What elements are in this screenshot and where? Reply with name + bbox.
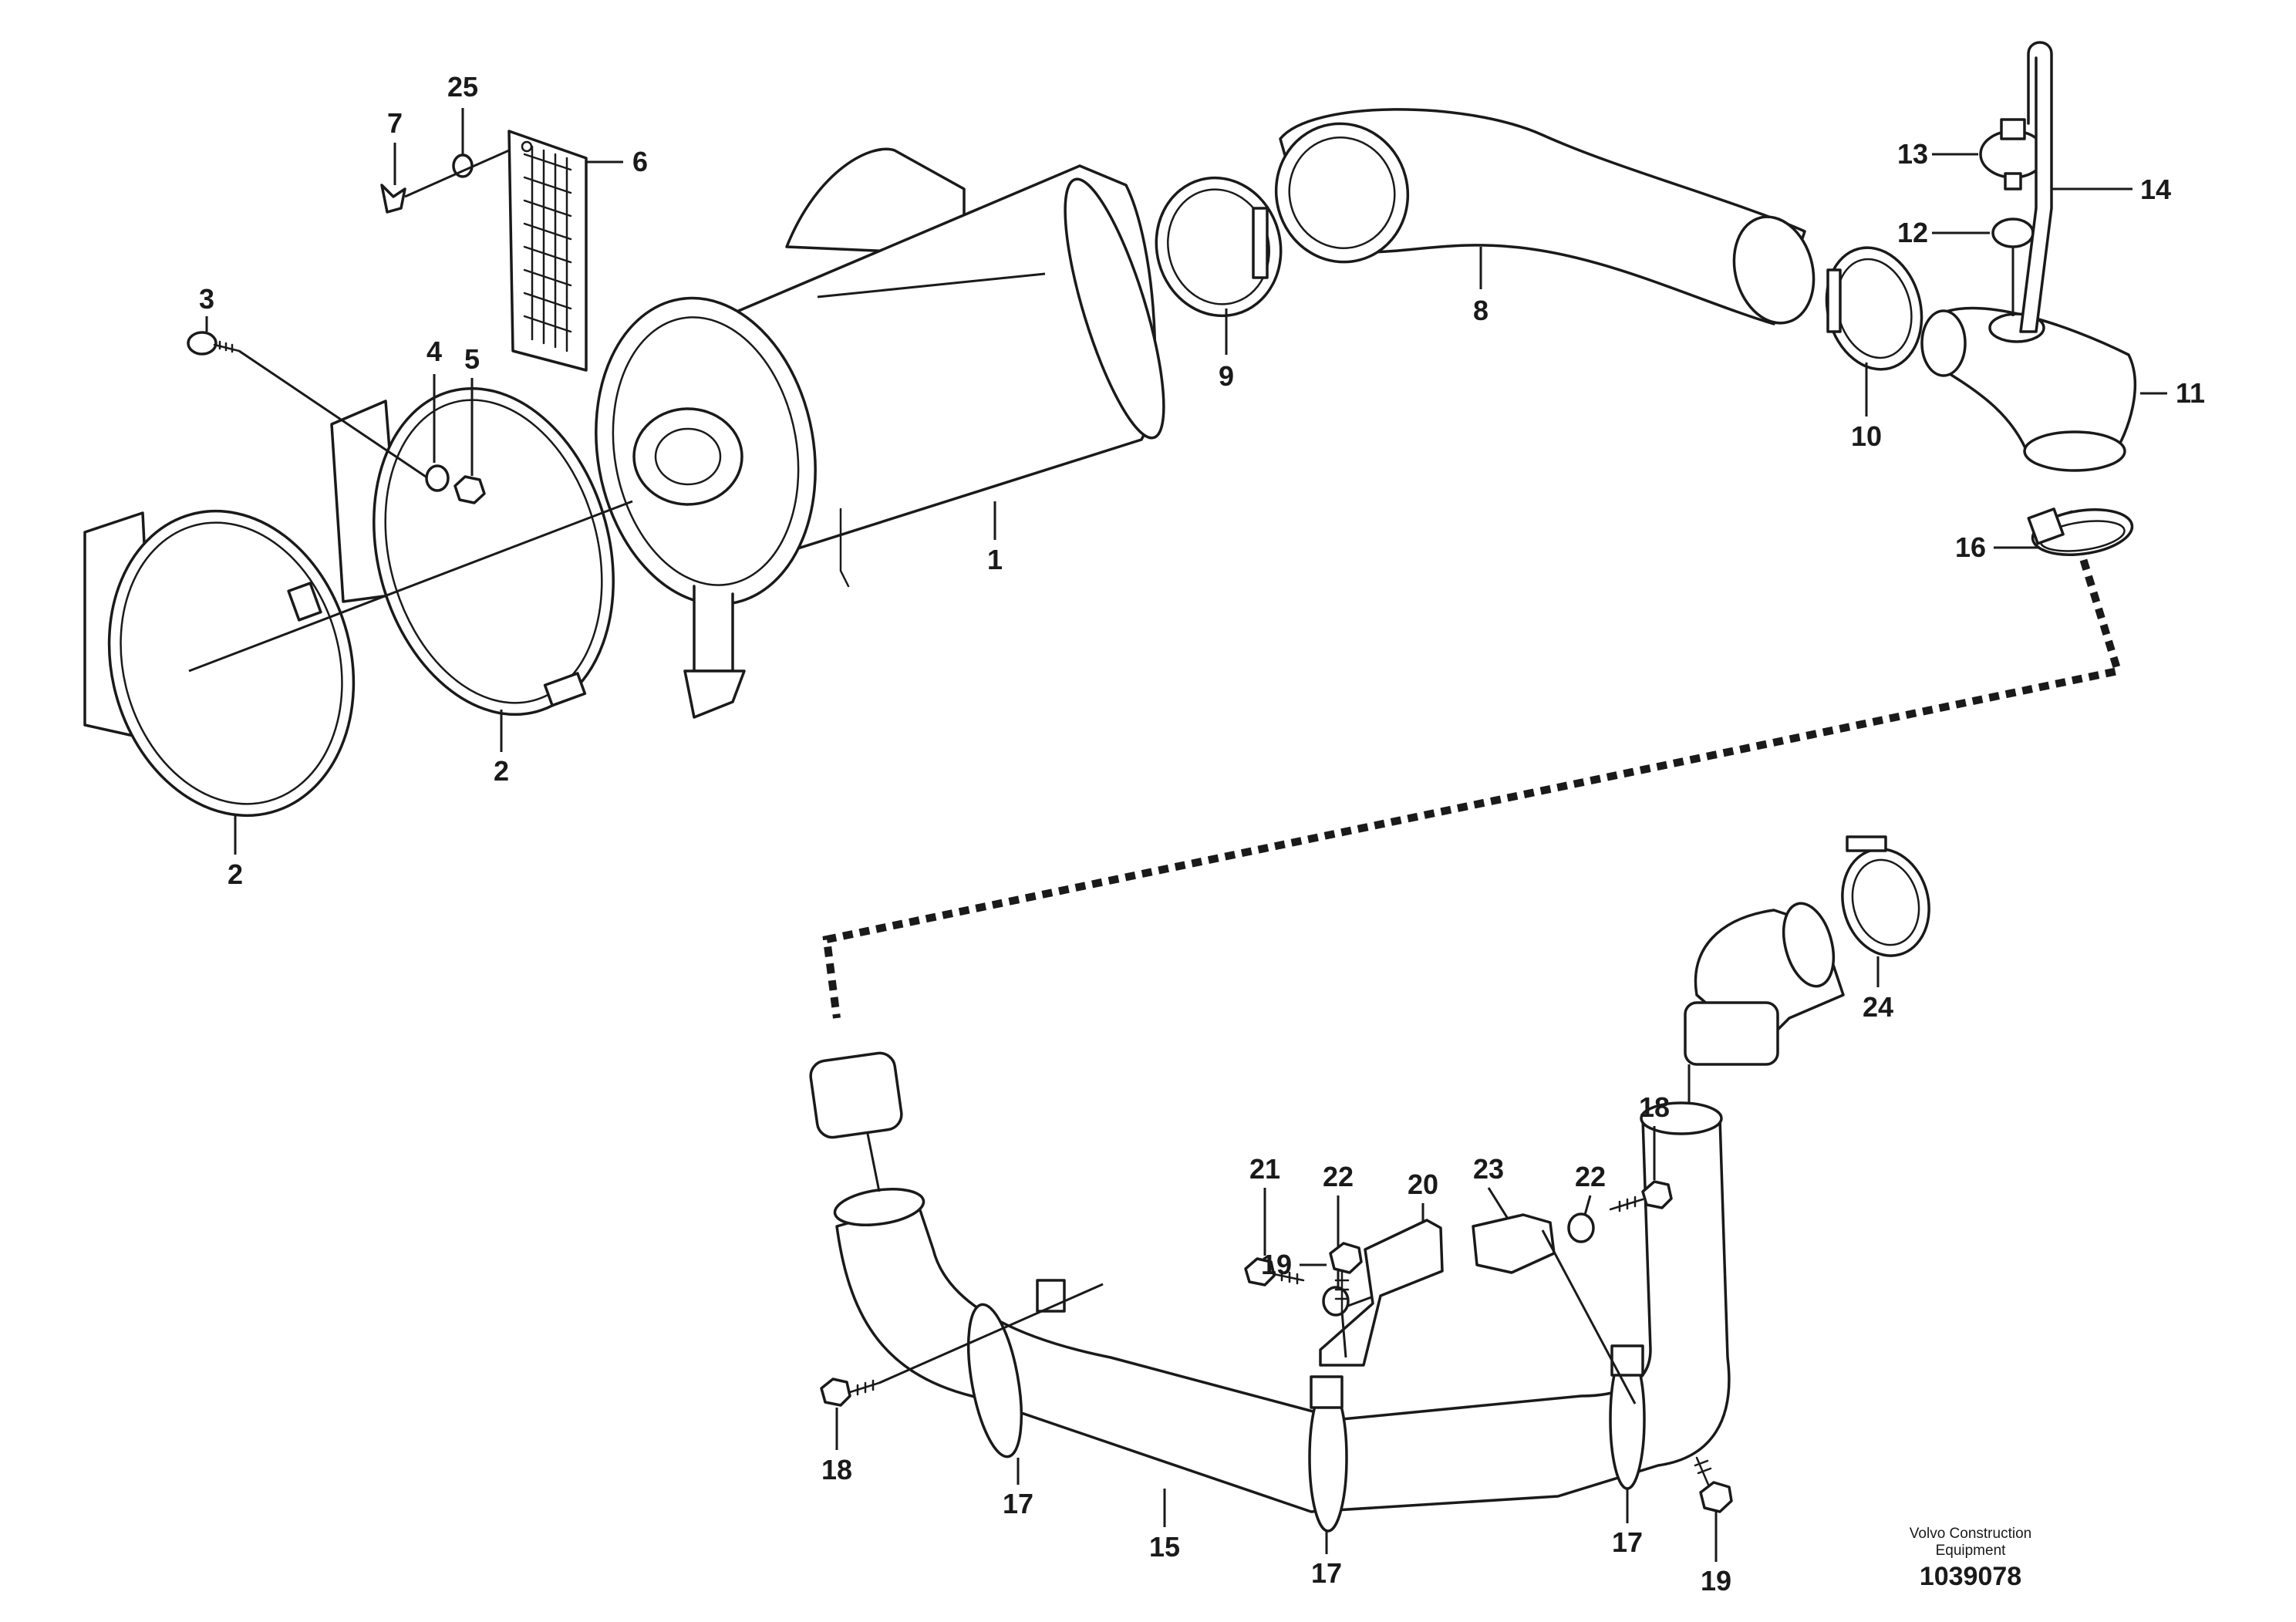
washer-22-left bbox=[1322, 1286, 1350, 1317]
callout-8: 8 bbox=[1473, 295, 1489, 326]
callout-9: 9 bbox=[1219, 360, 1234, 392]
route-dashed-line bbox=[822, 510, 2123, 1019]
bolt-3 bbox=[187, 331, 241, 356]
hose-clamp-24 bbox=[1841, 835, 1930, 957]
manufacturer-label: Volvo Construction Equipment bbox=[1855, 1526, 2086, 1560]
callout-20: 20 bbox=[1408, 1168, 1438, 1200]
callout-18: 18 bbox=[1639, 1091, 1670, 1123]
callout-24: 24 bbox=[1863, 991, 1893, 1023]
callout-6: 6 bbox=[632, 146, 648, 177]
callout-2: 2 bbox=[228, 858, 243, 890]
leader-line bbox=[404, 149, 510, 198]
leader-line bbox=[1541, 1229, 1637, 1404]
hose-clamp-9 bbox=[1155, 176, 1283, 318]
leader-line bbox=[1340, 1310, 1347, 1358]
bolt-21 bbox=[1244, 1257, 1305, 1286]
bolt-18-right bbox=[1609, 1180, 1673, 1212]
callout-23: 23 bbox=[1473, 1153, 1504, 1185]
leader-line bbox=[238, 349, 429, 480]
callout-19: 19 bbox=[1701, 1565, 1731, 1597]
bracket-23 bbox=[1472, 1213, 1556, 1274]
pipe-clamp-17b bbox=[1308, 1375, 1348, 1533]
washer-4 bbox=[425, 464, 450, 492]
washer-22-right bbox=[1567, 1212, 1595, 1243]
tube-14 bbox=[2019, 41, 2053, 333]
callout-5: 5 bbox=[464, 343, 480, 375]
callout-17: 17 bbox=[1311, 1557, 1342, 1589]
mesh-screen-6 bbox=[507, 130, 588, 372]
hose-clamp-16 bbox=[2027, 508, 2134, 556]
callout-13: 13 bbox=[1897, 138, 1928, 170]
manufacturer-line-2: Equipment bbox=[1935, 1543, 2006, 1559]
nut-5 bbox=[453, 475, 486, 504]
callout-4: 4 bbox=[426, 336, 442, 367]
callout-12: 12 bbox=[1897, 217, 1928, 248]
callout-25: 25 bbox=[447, 71, 478, 103]
lower-pipe-15 bbox=[809, 902, 1845, 1513]
callout-22: 22 bbox=[1575, 1161, 1606, 1192]
wing-nut-7 bbox=[380, 184, 406, 214]
leader-line bbox=[1487, 1187, 1509, 1219]
hose-clamp-10 bbox=[1825, 246, 1923, 371]
callout-1: 1 bbox=[987, 544, 1003, 575]
grommet-12 bbox=[1991, 218, 2035, 248]
clamp-ring-left bbox=[83, 509, 356, 818]
bolt-19-upper bbox=[1329, 1242, 1363, 1313]
leader-line bbox=[866, 1133, 881, 1192]
callout-14: 14 bbox=[2140, 174, 2171, 205]
drawing-number: 1039078 bbox=[1919, 1562, 2022, 1591]
bolt-19-lower bbox=[1694, 1456, 1733, 1513]
callout-2: 2 bbox=[494, 755, 509, 787]
leader-line bbox=[817, 272, 1046, 298]
manufacturer-line-1: Volvo Construction bbox=[1909, 1526, 2032, 1542]
callout-21: 21 bbox=[1249, 1153, 1280, 1185]
callout-3: 3 bbox=[199, 283, 214, 315]
callout-15: 15 bbox=[1149, 1531, 1180, 1563]
bracket-20 bbox=[1319, 1219, 1444, 1367]
callout-10: 10 bbox=[1851, 420, 1882, 452]
callout-19: 19 bbox=[1261, 1249, 1292, 1280]
leader-line bbox=[1583, 1195, 1592, 1216]
callout-17: 17 bbox=[1003, 1488, 1033, 1519]
callout-11: 11 bbox=[2176, 377, 2205, 409]
callout-7: 7 bbox=[387, 107, 403, 139]
callout-22: 22 bbox=[1323, 1161, 1354, 1192]
callout-18: 18 bbox=[821, 1454, 852, 1485]
sensor-13 bbox=[1979, 118, 2047, 191]
leader-line bbox=[878, 1283, 1104, 1384]
callout-17: 17 bbox=[1612, 1526, 1643, 1558]
callout-16: 16 bbox=[1955, 531, 1986, 563]
elbow-11 bbox=[1920, 306, 2137, 472]
leader-line bbox=[188, 500, 633, 673]
intake-hose-8 bbox=[1274, 108, 1816, 325]
bolt-18-left bbox=[820, 1378, 881, 1407]
air-filter-housing bbox=[595, 147, 1165, 719]
